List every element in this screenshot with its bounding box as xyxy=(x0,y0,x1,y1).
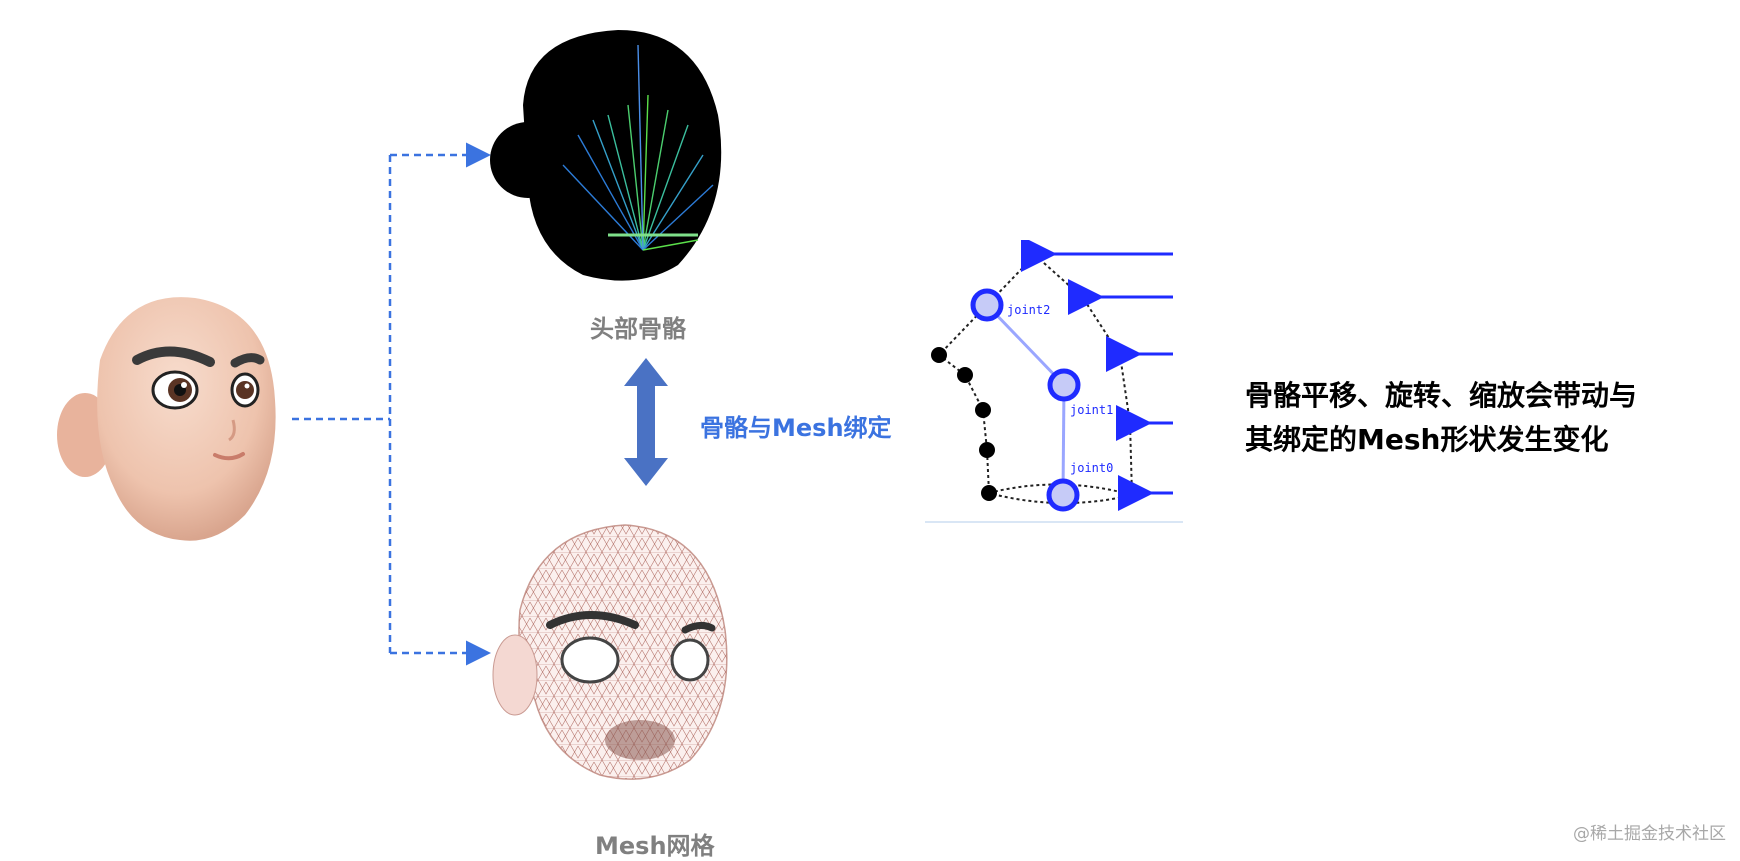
caption-line-2: 其绑定的Mesh形状发生变化 xyxy=(1245,423,1609,456)
mesh-label: Mesh网格 xyxy=(595,832,715,860)
face-mouth xyxy=(213,452,245,461)
bone-rays xyxy=(562,44,714,251)
head-skeleton-label: 头部骨骼 xyxy=(590,315,686,343)
watermark: @稀土掘金技术社区 xyxy=(1573,824,1726,844)
face-eyebrow-right xyxy=(230,353,265,368)
joint1-node xyxy=(1047,368,1081,402)
joint1-label: joint1 xyxy=(1070,403,1113,417)
caption-line-1: 骨骼平移、旋转、缩放会带动与 xyxy=(1245,379,1638,412)
face-head xyxy=(97,297,276,541)
binding-label: 骨骼与Mesh绑定 xyxy=(700,414,892,442)
face-eyebrow-left xyxy=(132,346,215,367)
caption-text: 骨骼平移、旋转、缩放会带动与 其绑定的Mesh形状发生变化 xyxy=(1245,374,1637,462)
double-arrow-icon xyxy=(624,358,668,486)
joint2-node xyxy=(970,288,1004,322)
mesh-wireframe-image xyxy=(492,524,728,780)
face-image xyxy=(57,297,276,541)
head-skeleton-image xyxy=(490,30,722,281)
joint-diagram: joint2 joint1 joint0 xyxy=(925,240,1183,523)
face-nose xyxy=(228,419,236,442)
joint2-label: joint2 xyxy=(1007,303,1050,317)
joint0-label: joint0 xyxy=(1070,461,1113,475)
joint0-node xyxy=(1046,478,1080,512)
